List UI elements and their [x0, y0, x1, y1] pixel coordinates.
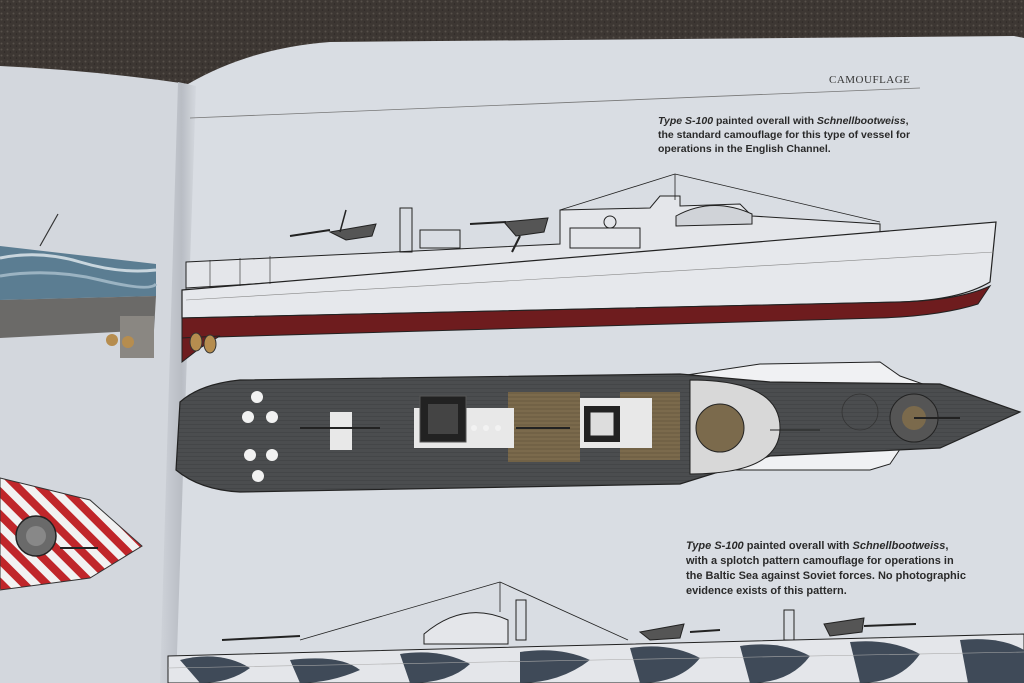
- left-page-bow-fragment: [0, 477, 143, 591]
- left-page-ship-fragment: [0, 213, 158, 358]
- right-page: [168, 36, 1024, 683]
- ship-profile-splotch: [167, 581, 1024, 683]
- caption-bottom-mid: painted overall with: [743, 540, 853, 552]
- running-header: CAMOUFLAGE: [829, 74, 911, 86]
- caption-top-rest: , the standard camouflage for this type …: [658, 115, 911, 155]
- ship-profile-white: [181, 173, 997, 364]
- caption-top: Type S-100 painted overall with Schnellb…: [658, 114, 918, 156]
- caption-top-mid: painted overall with: [713, 115, 817, 127]
- left-page: [0, 66, 188, 683]
- caption-bottom-type: Type S-100: [686, 540, 744, 552]
- ship-plan-view: [175, 361, 1022, 493]
- header-rule: [189, 87, 921, 119]
- caption-top-type: Type S-100: [658, 115, 714, 127]
- caption-bottom: Type S-100 painted overall with Schnellb…: [686, 539, 966, 599]
- caption-bottom-name: Schnellbootweiss: [852, 540, 946, 552]
- caption-bottom-rest: , with a splotch pattern camouflage for …: [686, 540, 966, 597]
- caption-top-name: Schnellbootweiss: [816, 115, 906, 127]
- book-gutter: [160, 82, 196, 683]
